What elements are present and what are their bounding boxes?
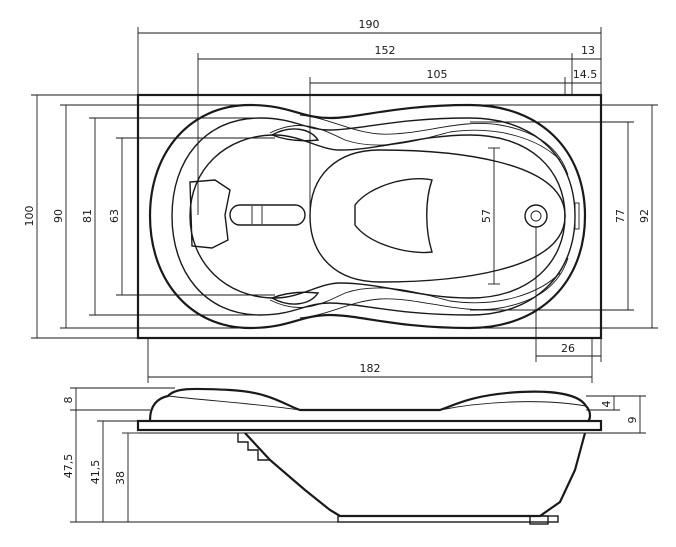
side-view bbox=[136, 387, 603, 525]
dim-height-38: 38 bbox=[114, 471, 127, 485]
side-deck bbox=[136, 419, 603, 432]
tub-seat-area bbox=[309, 149, 566, 283]
dim-rim-8: 8 bbox=[62, 397, 75, 404]
side-steps bbox=[237, 433, 270, 461]
backrest bbox=[354, 178, 433, 254]
side-body bbox=[244, 432, 587, 518]
wave-line-bottom-2 bbox=[299, 257, 569, 319]
side-dimensions: 8 4 9 47,5 41,5 38 bbox=[62, 387, 646, 523]
wave-line-bottom-1 bbox=[269, 272, 561, 308]
dim-width-90: 90 bbox=[52, 209, 65, 223]
overflow bbox=[574, 202, 580, 230]
dim-length-182: 182 bbox=[360, 362, 381, 375]
armrest-bottom bbox=[270, 291, 320, 305]
dim-width-92: 92 bbox=[638, 209, 651, 223]
headrest bbox=[189, 179, 231, 249]
plan-dimensions: 190 152 13 105 14.5 100 90 81 bbox=[23, 18, 658, 383]
armrest-top bbox=[270, 128, 320, 142]
dim-drain-offset: 26 bbox=[561, 342, 575, 355]
wave-line-top-2 bbox=[299, 114, 569, 176]
dim-offset-14-5: 14.5 bbox=[573, 68, 598, 81]
dim-width-81: 81 bbox=[81, 209, 94, 223]
drain-inner bbox=[530, 210, 542, 222]
dim-overall-width: 100 bbox=[23, 206, 36, 227]
tub-inner-rim bbox=[171, 117, 576, 316]
tub-outline-rect bbox=[136, 93, 603, 340]
dim-width-63: 63 bbox=[108, 209, 121, 223]
dim-rim-4: 4 bbox=[600, 401, 613, 408]
dim-overall-length: 190 bbox=[359, 18, 380, 31]
dim-width-57: 57 bbox=[480, 209, 493, 223]
dim-rim-9: 9 bbox=[626, 417, 639, 424]
side-rim-profile bbox=[148, 387, 592, 422]
wave-line-top-1 bbox=[269, 125, 561, 161]
side-foot bbox=[337, 515, 559, 523]
drain-outer bbox=[524, 204, 548, 228]
grip-handle bbox=[229, 204, 306, 226]
plan-view bbox=[136, 93, 603, 340]
dim-length-152: 152 bbox=[375, 44, 396, 57]
tub-basin bbox=[189, 134, 566, 299]
dim-offset-13: 13 bbox=[581, 44, 595, 57]
dim-height-41-5: 41,5 bbox=[89, 460, 102, 485]
dim-height-47-5: 47,5 bbox=[62, 454, 75, 479]
dim-length-105: 105 bbox=[427, 68, 448, 81]
dim-width-77: 77 bbox=[614, 209, 627, 223]
